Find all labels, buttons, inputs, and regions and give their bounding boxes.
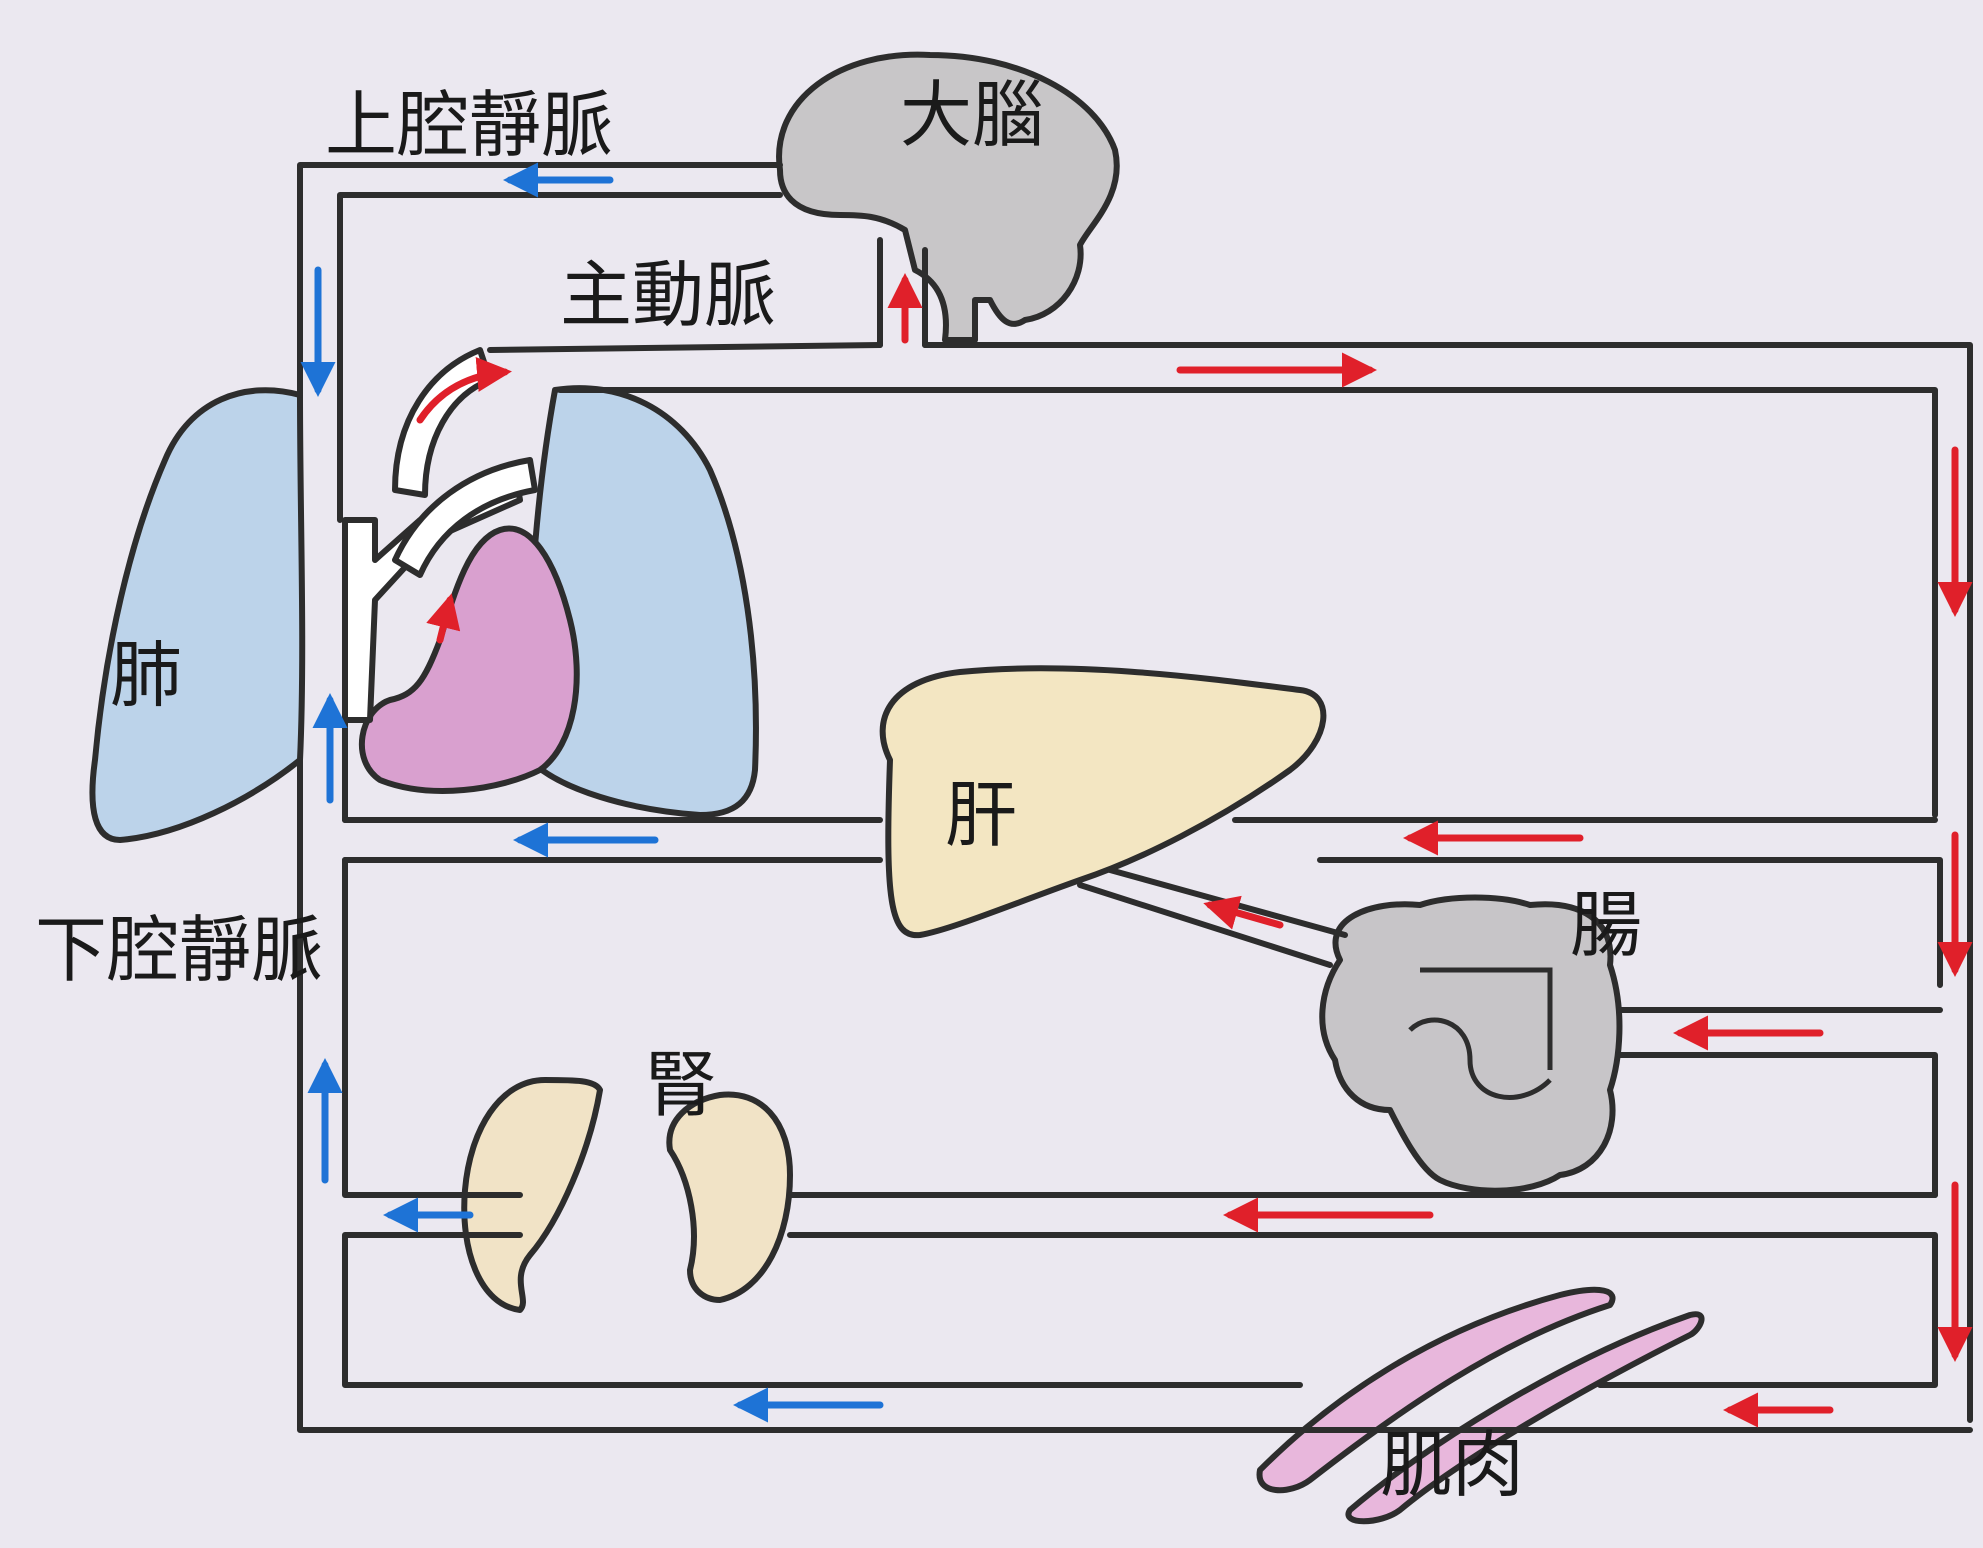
label-kidney: 腎	[645, 1043, 717, 1127]
brain	[776, 51, 1120, 343]
label-ivc: 下腔靜脈	[35, 908, 323, 992]
renal-vein-bottom	[342, 1232, 1303, 1388]
renal-vein-top	[342, 857, 523, 1198]
ivc-outer	[297, 757, 1973, 1433]
intestine-folds	[1408, 967, 1553, 1100]
arrow-aortic-arch	[416, 356, 512, 424]
arrow-portal	[1203, 895, 1284, 930]
aorta-inner	[557, 387, 1938, 818]
left-kidney	[461, 1077, 603, 1313]
portal-vein-top	[1107, 867, 1348, 938]
venous-arrows	[300, 162, 884, 1423]
label-muscle: 肌肉	[1380, 1423, 1524, 1507]
arterial-arrows	[416, 273, 1973, 1428]
pulmonary-artery	[392, 457, 538, 578]
label-svc: 上腔靜脈	[325, 83, 613, 167]
liver	[879, 665, 1327, 939]
label-lung: 肺	[110, 633, 182, 717]
label-liver: 肝	[945, 773, 1017, 857]
mesenteric-artery-bottom	[1617, 1052, 1938, 1198]
renal-artery-bottom	[787, 1232, 1938, 1388]
muscle	[1256, 1286, 1616, 1494]
label-intestine: 腸	[1570, 883, 1642, 967]
aorta-outer	[487, 342, 1973, 1423]
aortic-arch	[392, 347, 493, 498]
svc-outer	[297, 162, 783, 398]
label-brain: 大腦	[900, 73, 1044, 157]
svc-inner	[337, 192, 783, 523]
label-aorta: 主動脈	[560, 253, 776, 337]
arrow-heart-out	[426, 593, 461, 644]
right-kidney	[666, 1091, 793, 1303]
left-lung	[89, 387, 306, 843]
muscle-2	[1345, 1311, 1705, 1525]
